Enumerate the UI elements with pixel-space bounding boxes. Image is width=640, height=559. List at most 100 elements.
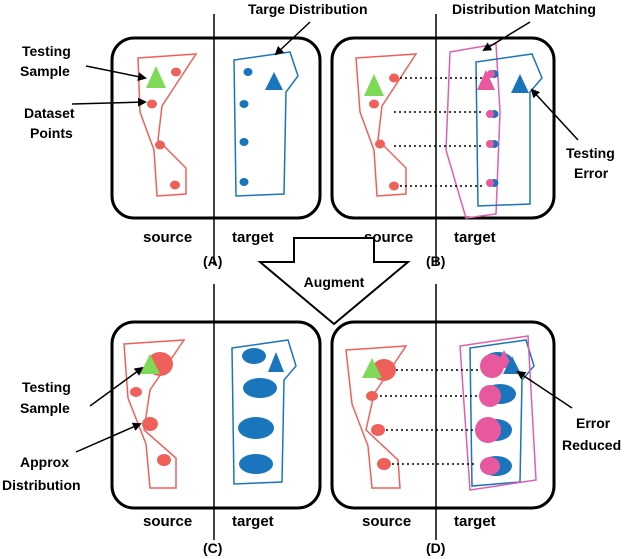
panel-d-target-region — [469, 339, 535, 487]
panel-b: source target (B) — [330, 14, 556, 269]
panel-a-source-point-4 — [170, 180, 180, 190]
panel-b-source-point-4 — [389, 181, 399, 191]
augment-arrow: Augment — [257, 237, 411, 326]
panel-b-source-region — [355, 53, 418, 197]
panel-a-testing-sample-triangle — [146, 66, 166, 88]
panel-d-source-point-4 — [377, 458, 391, 470]
panel-b-source-point-3 — [375, 139, 385, 149]
panel-c-target-region — [231, 339, 297, 485]
panel-c-testing-sample-triangle — [140, 354, 160, 374]
panel-b-matched-point-4 — [486, 179, 494, 187]
testing-sample-a-arrow — [85, 65, 147, 82]
panel-c: source target (C) — [110, 284, 322, 556]
panel-a-source-point-2 — [147, 99, 157, 109]
panel-b-target-region — [475, 53, 543, 207]
panel-a-target-triangle — [265, 72, 283, 90]
panel-c-source-point-2 — [130, 387, 142, 397]
panel-a-source-region — [137, 53, 198, 197]
callout-testing-sample-c: Testing Sample — [20, 366, 144, 416]
panel-d-target-label: target — [454, 513, 496, 530]
panel-b-target-triangle — [511, 74, 529, 93]
callout-error-reduced: Error Reduced — [516, 370, 621, 453]
testing-sample-c-line1: Testing — [22, 379, 71, 395]
panel-c-target-blob-3 — [238, 417, 274, 439]
panel-c-target-blob-2 — [243, 378, 277, 398]
error-reduced-line1: Error — [576, 415, 611, 431]
panel-d-target-triangle — [503, 356, 521, 374]
approx-distribution-line2: Distribution — [2, 477, 81, 493]
panel-b-matched-point-3 — [486, 140, 494, 148]
error-reduced-line2: Reduced — [562, 437, 621, 453]
panel-c-source-point-4 — [157, 454, 171, 466]
callout-target-distribution: Targe Distribution — [248, 1, 368, 56]
error-reduced-arrow — [516, 370, 573, 409]
panel-a-source-point-3 — [155, 140, 165, 150]
panel-c-target-blob-1 — [242, 348, 266, 364]
distribution-matching-label: Distribution Matching — [452, 1, 596, 17]
panel-a: source target (A) — [110, 14, 322, 269]
testing-error-line1: Testing — [566, 145, 615, 161]
panel-b-matched-point-1 — [487, 70, 495, 78]
panel-c-caption: (C) — [203, 540, 222, 556]
approx-distribution-line1: Approx — [20, 454, 69, 470]
panel-a-target-point-2 — [239, 100, 249, 108]
panel-d-source-point-3 — [371, 424, 385, 436]
callout-testing-error: Testing Error — [530, 88, 615, 181]
testing-error-line2: Error — [574, 165, 609, 181]
augment-label: Augment — [304, 274, 365, 290]
panel-b-frame — [330, 36, 556, 220]
panel-a-target-region — [233, 51, 299, 197]
panel-a-target-point-1 — [243, 68, 253, 76]
dataset-points-arrow — [71, 97, 147, 107]
panel-d-matched-blob-2 — [479, 385, 501, 407]
panel-d-matched-blob-4 — [480, 457, 500, 475]
panel-b-matched-point-2 — [486, 110, 494, 118]
callout-distribution-matching: Distribution Matching — [452, 1, 596, 52]
panel-d-caption: (D) — [426, 540, 445, 556]
testing-sample-a-line2: Sample — [20, 63, 70, 79]
testing-sample-c-line2: Sample — [20, 400, 70, 416]
panel-a-target-point-3 — [239, 138, 249, 146]
target-distribution-arrow — [274, 21, 311, 56]
augment-arrow-shape — [257, 237, 411, 326]
panel-d-frame — [330, 320, 556, 510]
panel-c-source-label: source — [143, 513, 192, 530]
panel-a-target-label: target — [232, 229, 274, 246]
panel-d-matched-blob-3 — [475, 417, 501, 443]
panel-b-caption: (B) — [426, 253, 445, 269]
panel-b-source-point-2 — [369, 99, 379, 109]
panel-b-matching-region — [445, 43, 501, 219]
panel-c-source-point-3 — [142, 417, 158, 431]
panel-a-frame — [110, 36, 322, 220]
panel-a-source-point-1 — [171, 67, 181, 77]
panel-a-target-point-4 — [239, 178, 249, 186]
target-distribution-label: Targe Distribution — [248, 1, 368, 17]
panel-d-matching-region — [459, 335, 537, 491]
callout-testing-sample-a: Testing Sample — [20, 43, 147, 82]
panel-a-caption: (A) — [203, 253, 222, 269]
panel-a-source-label: source — [143, 229, 192, 246]
panel-d-testing-sample-triangle — [362, 358, 382, 378]
panel-c-target-label: target — [232, 513, 274, 530]
approx-distribution-arrow — [75, 422, 142, 453]
testing-sample-c-arrow — [89, 366, 144, 407]
panel-d: source target (D) — [330, 284, 556, 556]
panel-c-frame — [110, 320, 322, 510]
panel-b-source-label: source — [364, 229, 413, 246]
panel-d-matched-blob-1 — [480, 354, 504, 378]
callout-dataset-points: Dataset Points — [24, 97, 147, 141]
panel-b-testing-sample-triangle — [364, 74, 384, 96]
distribution-matching-arrow — [482, 21, 531, 52]
panel-b-target-label: target — [454, 229, 496, 246]
panel-c-target-blob-4 — [239, 454, 273, 474]
dataset-points-line2: Points — [30, 125, 73, 141]
panel-d-source-point-2 — [366, 391, 378, 401]
panel-c-target-triangle — [268, 352, 284, 372]
panel-b-source-point-1 — [389, 73, 399, 83]
dataset-points-line1: Dataset — [24, 105, 75, 121]
testing-error-arrow — [530, 88, 579, 141]
panel-d-source-label: source — [362, 513, 411, 530]
callout-approx-distribution: Approx Distribution — [2, 422, 142, 493]
panel-b-matched-triangle — [477, 70, 495, 90]
